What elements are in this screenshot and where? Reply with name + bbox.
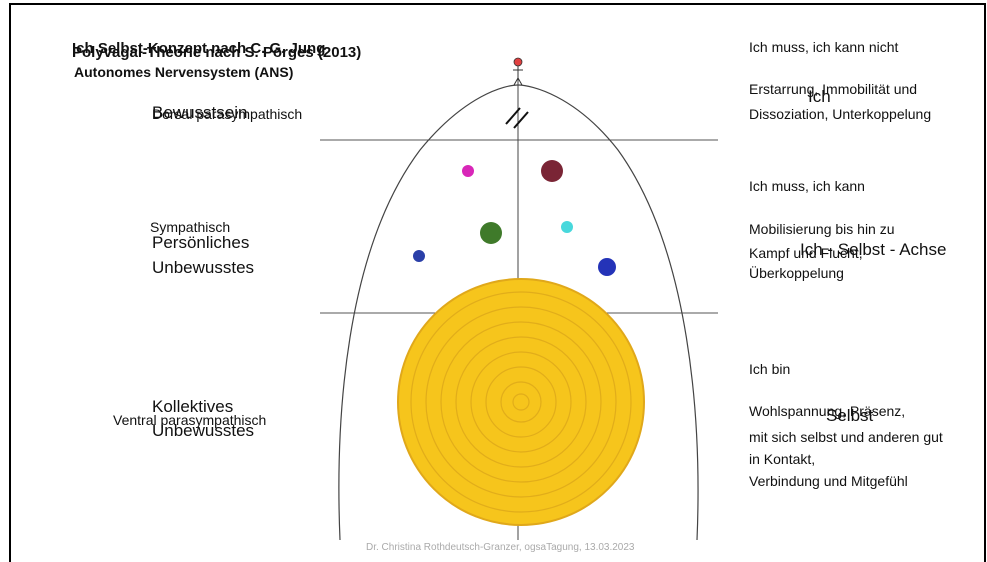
right-line-2: Ich muss, ich kann bbox=[749, 178, 865, 194]
label-dorsal: Dorsal parasympathisch bbox=[152, 106, 303, 122]
axis-break-mark-2 bbox=[513, 111, 529, 129]
right-block3-line4: Verbindung und Mitgefühl bbox=[749, 473, 908, 489]
right-block3-line2: mit sich selbst und anderen gut bbox=[749, 429, 943, 445]
label-persoenliches: Persönliches bbox=[152, 233, 250, 252]
selbst-sun bbox=[397, 278, 645, 526]
dot-blue-small bbox=[413, 250, 425, 262]
psyche-outline bbox=[338, 84, 699, 541]
dot-blue-large bbox=[598, 258, 616, 276]
title-jung: Ich Selbst-Konzept nach C. G. Jung bbox=[72, 40, 326, 57]
right-block3-line1: Wohlspannung, Präsenz, bbox=[749, 403, 906, 419]
dot-maroon bbox=[541, 160, 563, 182]
label-bewusstsein: Bewusstsein bbox=[152, 103, 248, 122]
dot-cyan bbox=[561, 221, 573, 233]
label-selbst: Selbst bbox=[826, 406, 874, 425]
right-block1-line2: Dissoziation, Unterkoppelung bbox=[749, 106, 932, 122]
right-block2-line2: Kampf und Flucht, bbox=[749, 245, 863, 261]
right-block3-line3: in Kontakt, bbox=[749, 451, 816, 467]
title-porges: Polyvagal-Theorie nach S. Porges (2013) bbox=[72, 44, 362, 61]
label-ich-selbst-achse: Ich - Selbst - Achse bbox=[800, 240, 947, 259]
label-sympathisch: Sympathisch bbox=[150, 219, 231, 235]
label-ich: Ich bbox=[808, 87, 831, 106]
right-line-1: Ich muss, ich kann nicht bbox=[749, 39, 899, 55]
dot-magenta bbox=[462, 165, 474, 177]
subtitle-ans: Autonomes Nervensystem (ANS) bbox=[74, 64, 294, 80]
label-persoenliches-unbewusstes: Unbewusstes bbox=[152, 258, 255, 277]
footer-credit: Dr. Christina Rothdeutsch-Granzer, ogsaT… bbox=[366, 542, 635, 553]
right-line-3: Ich bin bbox=[749, 361, 791, 377]
right-block2-line1: Mobilisierung bis hin zu bbox=[749, 221, 895, 237]
axis-break-mark-1 bbox=[505, 107, 521, 125]
label-ventral: Ventral parasympathisch bbox=[113, 412, 267, 428]
label-kollektives-unbewusstes: Unbewusstes bbox=[152, 421, 255, 440]
ich-figure-icon bbox=[513, 57, 523, 86]
dot-green bbox=[480, 222, 502, 244]
right-block1-line1: Erstarrung, Immobilität und bbox=[749, 81, 918, 97]
right-block2-line3: Überkoppelung bbox=[749, 265, 844, 281]
label-kollektives: Kollektives bbox=[152, 397, 234, 416]
